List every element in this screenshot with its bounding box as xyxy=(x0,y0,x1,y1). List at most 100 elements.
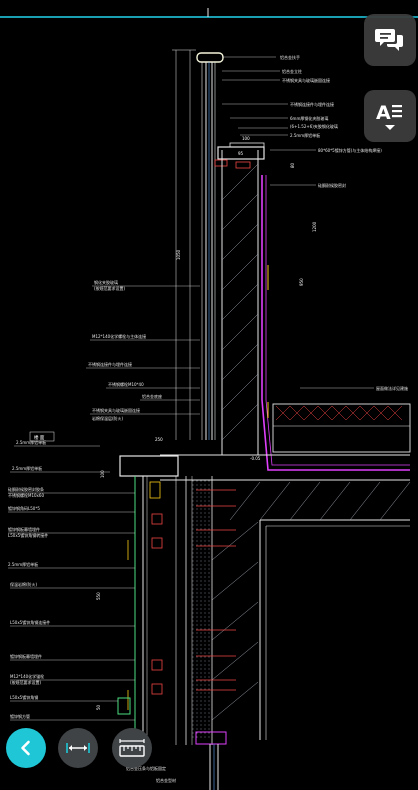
drawing-line xyxy=(211,601,259,641)
chevron-down-icon xyxy=(385,125,395,130)
drawing-annotation: 2.5mm厚铝单板 xyxy=(16,439,46,445)
dimension-label: 100 xyxy=(100,470,105,478)
drawing-annotation: 保温岩棉(防火) xyxy=(10,581,38,587)
svg-text:A: A xyxy=(376,102,391,124)
drawing-line xyxy=(331,405,347,421)
drawing-annotation: 铝合金立柱 xyxy=(282,68,302,74)
drawing-annotation: 不锈钢螺栓M10*40 xyxy=(108,381,144,387)
drawing-line xyxy=(192,480,212,740)
slab-hatch xyxy=(211,481,411,721)
drawing-annotation: 不锈钢夹具与玻璃嵌固连接 xyxy=(92,407,140,413)
insulation-dots xyxy=(192,480,212,740)
drawing-line xyxy=(235,161,251,169)
drawing-annotation: 不锈钢夹具与玻璃嵌固连接 xyxy=(282,77,330,83)
drawing-line xyxy=(221,403,259,441)
drawing-annotation: 岩棉保温层(防火) xyxy=(92,415,124,421)
drawing-annotation: 铝合金压条与铝板固定 xyxy=(126,765,166,771)
drawing-annotation: L50x5镀锌角钢连接件 xyxy=(10,619,50,625)
drawing-line xyxy=(221,253,259,291)
drawing-annotation: 铝合金底座 xyxy=(142,393,162,399)
drawing-line xyxy=(221,313,259,351)
drawing-line xyxy=(275,405,291,421)
drawing-line xyxy=(221,163,259,201)
text-style-icon: A xyxy=(376,102,402,130)
drawing-annotation: 80*60*5镀锌方管(与主体结构焊接) xyxy=(318,147,382,153)
floor-tag-box xyxy=(29,431,55,442)
drawing-line xyxy=(289,405,305,421)
drawing-annotation: 钢化夹胶玻璃 xyxy=(94,279,118,285)
dimension-label: 1200 xyxy=(312,221,317,232)
drawing-annotation: 硅酮耐候胶密封 xyxy=(318,182,346,188)
drawing-annotation: M12*140化学螺栓与主体连接 xyxy=(92,333,146,339)
drawing-line xyxy=(259,481,291,521)
drawing-line xyxy=(222,56,374,389)
chevron-left-icon xyxy=(21,740,30,756)
drawing-line xyxy=(151,513,163,525)
drawing-line xyxy=(195,731,227,745)
membrane-line xyxy=(261,175,410,471)
drawing-line xyxy=(345,405,361,421)
text-style-button[interactable]: A xyxy=(364,90,416,142)
drawing-line xyxy=(303,405,319,421)
drawing-annotation: 2.5mm厚铝单板 xyxy=(290,132,320,138)
dimension-label: 250 xyxy=(155,437,163,442)
drawing-annotation: L50x5镀锌角钢转接件 xyxy=(8,532,48,538)
drawing-line xyxy=(211,641,259,681)
drain-box xyxy=(117,697,131,715)
drawing-line xyxy=(221,343,259,381)
drawing-line xyxy=(229,481,261,521)
rail-cap xyxy=(196,52,224,63)
drawing-line xyxy=(127,481,161,710)
dimension-label: -0.05 xyxy=(250,456,261,461)
drawing-line xyxy=(387,405,403,421)
dimension-label: 100 xyxy=(242,136,250,141)
ruler-icon xyxy=(119,739,145,757)
drawing-line xyxy=(211,681,259,721)
back-button[interactable] xyxy=(6,728,46,768)
drawing-line xyxy=(211,561,259,601)
ruler-button[interactable] xyxy=(112,728,152,768)
drawing-line xyxy=(319,481,351,521)
dimension-label: 95 xyxy=(238,151,244,156)
wall-hatch xyxy=(221,163,259,441)
drawing-line xyxy=(151,683,163,695)
dimension-label: 1050 xyxy=(176,249,181,260)
drawing-line xyxy=(359,405,375,421)
dimension-label: 50 xyxy=(96,704,101,710)
dimension-label: 550 xyxy=(96,592,101,600)
drawing-annotation: M12*140化学锚栓 xyxy=(10,673,44,679)
drawing-annotation: 2.5mm厚铝单板 xyxy=(12,465,42,471)
distance-measure-icon xyxy=(66,743,90,753)
dimension-label: 80 xyxy=(290,162,295,168)
bracket-bolts xyxy=(151,489,236,695)
drawing-line xyxy=(349,481,381,521)
distance-measure-button[interactable] xyxy=(58,728,98,768)
top-panel xyxy=(119,455,179,477)
drawing-annotation: 6mm厚钢化夹胶玻璃 xyxy=(290,115,328,121)
roof-slab xyxy=(272,403,411,453)
drawing-annotation: 镀锌钢板幕墙埋件 xyxy=(8,526,40,532)
comments-button[interactable] xyxy=(364,14,416,66)
drawing-annotation: 铝合金型材 xyxy=(156,777,176,783)
drawing-annotation: (按规范要求设置) xyxy=(10,679,42,685)
drawing-line xyxy=(214,159,228,167)
drawing-annotation: 镀锌钢方管 xyxy=(10,713,30,719)
drawing-annotation: (6+1.52+6)夹胶钢化玻璃 xyxy=(290,123,338,129)
drawing-line xyxy=(265,175,410,466)
drawing-annotation: 不锈钢连接件与埋件连接 xyxy=(88,361,132,367)
drawing-annotation: 楼 面 xyxy=(34,434,45,441)
roof-insulation-hatch xyxy=(275,405,403,421)
drawing-line xyxy=(221,283,259,321)
drawing-annotation: 屋面做法详见建施 xyxy=(376,385,408,391)
drawing-line xyxy=(289,481,321,521)
drawing-annotation: 不锈钢螺栓M10x60 xyxy=(8,492,44,498)
drawing-annotation: (按规范要求设置) xyxy=(94,285,126,291)
drawing-annotation: 不锈钢连接件与埋件连接 xyxy=(290,101,334,107)
drawing-annotation: 镀锌钢角码L50*5 xyxy=(8,505,40,511)
drawing-line xyxy=(151,659,163,671)
dimension-label: 950 xyxy=(299,278,304,286)
drawing-line xyxy=(221,193,259,231)
drawing-annotation: 硅酮耐候胶密封胶条 xyxy=(8,486,44,492)
